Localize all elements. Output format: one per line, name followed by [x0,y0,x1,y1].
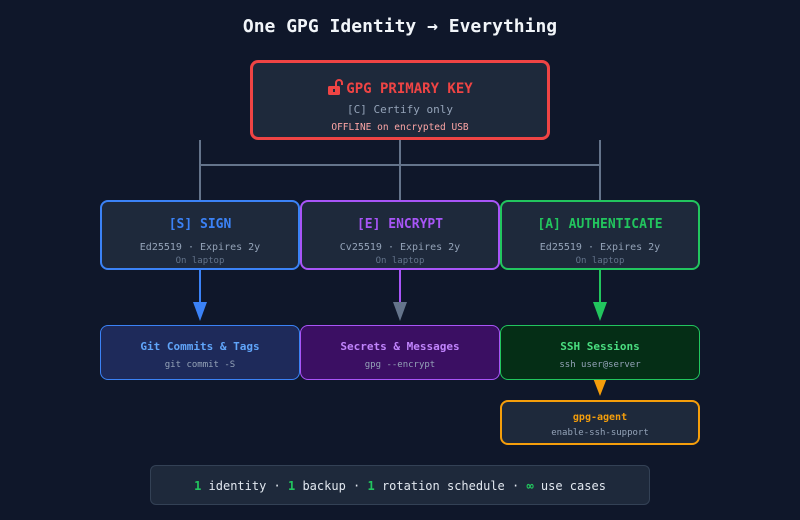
git-use-command: git commit -S [164,360,236,370]
gpg-agent-title: gpg-agent [572,412,628,423]
sign-subkey-location: On laptop [175,256,225,266]
auth-subkey-algo: Ed25519 · Expires 2y [539,242,661,253]
gpg-agent-command: enable-ssh-support [551,428,649,438]
ssh-use-box: SSH Sessions ssh user@server [500,325,700,380]
secrets-use-title: Secrets & Messages [340,340,460,353]
encrypt-subkey-title: [E] ENCRYPT [356,217,444,232]
gpg-agent-box: gpg-agent enable-ssh-support [500,400,700,445]
encrypt-arrow-head [393,302,407,321]
use-cases-count: ∞ [526,479,534,493]
agent-arrow-head [593,378,607,396]
identity-count: 1 [194,479,202,493]
backup-count: 1 [288,479,296,493]
primary-key-box: GPG PRIMARY KEY [C] Certify only OFFLINE… [250,60,550,140]
lock-icon [328,79,344,95]
rotation-label: rotation schedule · [374,479,527,493]
sign-subkey-title: [S] SIGN [168,217,232,232]
primary-key-storage: OFFLINE on encrypted USB [331,122,469,133]
identity-label: identity · [201,479,288,493]
summary-footer: 1 identity · 1 backup · 1 rotation sched… [150,465,650,505]
sign-subkey-algo: Ed25519 · Expires 2y [139,242,261,253]
ssh-use-command: ssh user@server [559,360,641,370]
primary-key-capability: [C] Certify only [347,103,453,116]
rotation-count: 1 [367,479,375,493]
git-use-title: Git Commits & Tags [140,340,260,353]
primary-key-title: GPG PRIMARY KEY [346,81,473,97]
ssh-use-title: SSH Sessions [560,340,640,353]
encrypt-subkey-location: On laptop [375,256,425,266]
auth-subkey-box: [A] AUTHENTICATE Ed25519 · Expires 2y On… [500,200,700,270]
git-use-box: Git Commits & Tags git commit -S [100,325,300,380]
backup-label: backup · [295,479,368,493]
diagram-title: One GPG Identity → Everything [242,16,558,37]
secrets-use-command: gpg --encrypt [364,360,436,370]
encrypt-subkey-box: [E] ENCRYPT Cv25519 · Expires 2y On lapt… [300,200,500,270]
encrypt-subkey-algo: Cv25519 · Expires 2y [339,242,461,253]
sign-subkey-box: [S] SIGN Ed25519 · Expires 2y On laptop [100,200,300,270]
auth-subkey-location: On laptop [575,256,625,266]
sign-arrow-head [193,302,207,321]
auth-arrow-head [593,302,607,321]
secrets-use-box: Secrets & Messages gpg --encrypt [300,325,500,380]
auth-subkey-title: [A] AUTHENTICATE [537,217,663,232]
use-cases-label: use cases [533,479,606,493]
